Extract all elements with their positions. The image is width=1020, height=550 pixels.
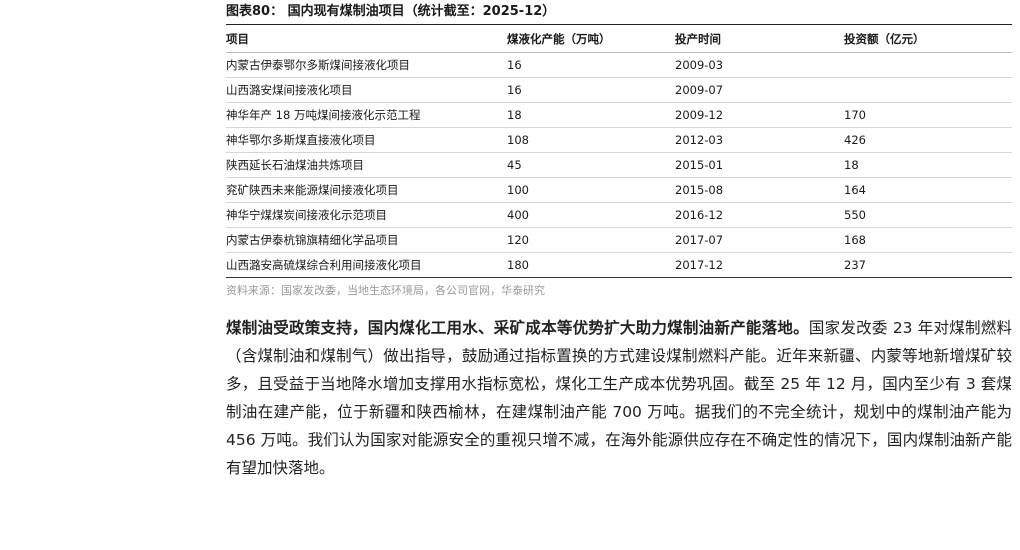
table-row: 陕西延长石油煤油共炼项目 45 2015-01 18 bbox=[226, 152, 1012, 178]
cell-capacity: 18 bbox=[507, 102, 675, 128]
cell-capacity: 400 bbox=[507, 202, 675, 228]
table-row: 山西潞安高硫煤综合利用间接液化项目 180 2017-12 237 bbox=[226, 252, 1012, 278]
cell-project: 山西潞安煤间接液化项目 bbox=[226, 77, 507, 103]
header-start-date: 投产时间 bbox=[675, 25, 844, 53]
table-row: 神华年产 18 万吨煤间接液化示范工程 18 2009-12 170 bbox=[226, 102, 1012, 128]
table-row: 内蒙古伊泰鄂尔多斯煤间接液化项目 16 2009-03 bbox=[226, 52, 1012, 78]
header-project: 项目 bbox=[226, 25, 507, 53]
cell-project: 内蒙古伊泰鄂尔多斯煤间接液化项目 bbox=[226, 52, 507, 78]
paragraph-lead: 煤制油受政策支持，国内煤化工用水、采矿成本等优势扩大助力煤制油新产能落地。 bbox=[226, 319, 809, 337]
table-row: 山西潞安煤间接液化项目 16 2009-07 bbox=[226, 77, 1012, 103]
cell-capacity: 16 bbox=[507, 52, 675, 78]
cell-investment: 426 bbox=[844, 127, 1012, 153]
cell-project: 山西潞安高硫煤综合利用间接液化项目 bbox=[226, 252, 507, 278]
header-investment: 投资额（亿元） bbox=[844, 25, 1012, 53]
cell-investment bbox=[844, 52, 1012, 78]
cell-start-date: 2009-03 bbox=[675, 52, 844, 78]
cell-start-date: 2017-12 bbox=[675, 252, 844, 278]
cell-capacity: 180 bbox=[507, 252, 675, 278]
header-capacity: 煤液化产能（万吨） bbox=[507, 25, 675, 53]
cell-project: 神华宁煤煤炭间接液化示范项目 bbox=[226, 202, 507, 228]
cell-project: 内蒙古伊泰杭锦旗精细化学品项目 bbox=[226, 227, 507, 253]
cell-start-date: 2016-12 bbox=[675, 202, 844, 228]
cell-project: 陕西延长石油煤油共炼项目 bbox=[226, 152, 507, 178]
cell-project: 神华鄂尔多斯煤直接液化项目 bbox=[226, 127, 507, 153]
cell-start-date: 2015-08 bbox=[675, 177, 844, 203]
source-note: 资料来源：国家发改委，当地生态环境局，各公司官网，华泰研究 bbox=[226, 284, 545, 297]
figure-title: 图表80： 国内现有煤制油项目（统计截至：2025-12） bbox=[226, 0, 1012, 25]
table-row: 神华宁煤煤炭间接液化示范项目 400 2016-12 550 bbox=[226, 202, 1012, 228]
cell-investment: 170 bbox=[844, 102, 1012, 128]
cell-capacity: 100 bbox=[507, 177, 675, 203]
cell-investment: 164 bbox=[844, 177, 1012, 203]
cell-capacity: 45 bbox=[507, 152, 675, 178]
cell-investment: 168 bbox=[844, 227, 1012, 253]
cell-project: 神华年产 18 万吨煤间接液化示范工程 bbox=[226, 102, 507, 128]
table-header-row: 项目 煤液化产能（万吨） 投产时间 投资额（亿元） bbox=[226, 25, 1012, 53]
cell-investment: 550 bbox=[844, 202, 1012, 228]
cell-investment: 237 bbox=[844, 252, 1012, 278]
cell-start-date: 2015-01 bbox=[675, 152, 844, 178]
cell-start-date: 2009-12 bbox=[675, 102, 844, 128]
cell-start-date: 2012-03 bbox=[675, 127, 844, 153]
cell-project: 兖矿陕西未来能源煤间接液化项目 bbox=[226, 177, 507, 203]
cell-capacity: 16 bbox=[507, 77, 675, 103]
cell-capacity: 120 bbox=[507, 227, 675, 253]
figure-block: 图表80： 国内现有煤制油项目（统计截至：2025-12） 项目 煤液化产能（万… bbox=[226, 0, 1012, 298]
cell-investment bbox=[844, 77, 1012, 103]
projects-table: 项目 煤液化产能（万吨） 投产时间 投资额（亿元） 内蒙古伊泰鄂尔多斯煤间接液化… bbox=[226, 25, 1012, 278]
body-paragraph: 煤制油受政策支持，国内煤化工用水、采矿成本等优势扩大助力煤制油新产能落地。国家发… bbox=[226, 314, 1012, 482]
cell-start-date: 2017-07 bbox=[675, 227, 844, 253]
table-row: 兖矿陕西未来能源煤间接液化项目 100 2015-08 164 bbox=[226, 177, 1012, 203]
cell-capacity: 108 bbox=[507, 127, 675, 153]
paragraph-text: 国家发改委 23 年对煤制燃料（含煤制油和煤制气）做出指导，鼓励通过指标置换的方… bbox=[226, 319, 1012, 477]
cell-investment: 18 bbox=[844, 152, 1012, 178]
cell-start-date: 2009-07 bbox=[675, 77, 844, 103]
table-row: 神华鄂尔多斯煤直接液化项目 108 2012-03 426 bbox=[226, 127, 1012, 153]
table-row: 内蒙古伊泰杭锦旗精细化学品项目 120 2017-07 168 bbox=[226, 227, 1012, 253]
